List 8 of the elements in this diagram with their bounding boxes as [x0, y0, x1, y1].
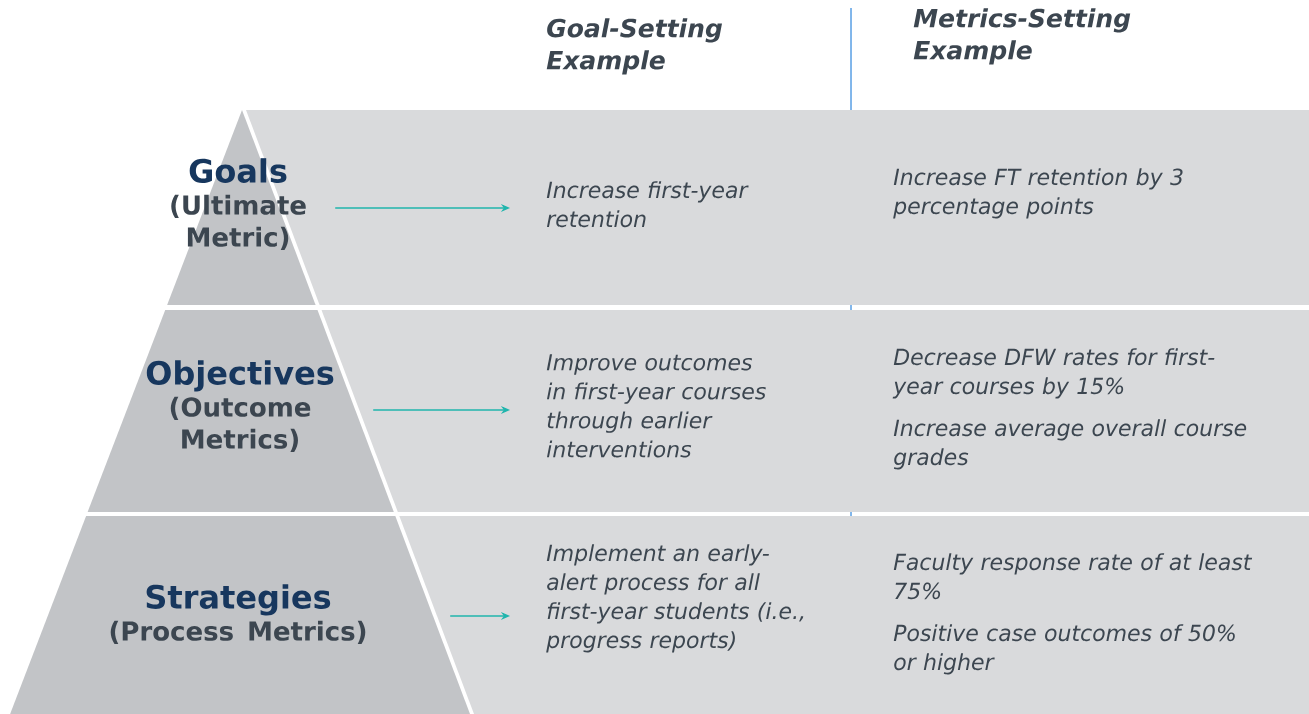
pyramid-tier: Objectives (Outcome Metrics): [87, 310, 394, 512]
column-heading: Goal-Setting Example: [546, 18, 722, 75]
goal-text: Improve outcomes in first-year courses through earlier interventions: [546, 354, 766, 458]
pyramid-tier: Goals (Ultimate Metric): [167, 110, 316, 305]
column-heading: Metrics-Setting Example: [913, 8, 1131, 65]
pyramid-tier: Strategies (Process Metrics): [10, 516, 470, 714]
goal-text: Implement an early-alert process for all first-year students (i.e., progress reports): [546, 544, 804, 653]
goal-text: Increase first-year retention: [546, 181, 749, 228]
